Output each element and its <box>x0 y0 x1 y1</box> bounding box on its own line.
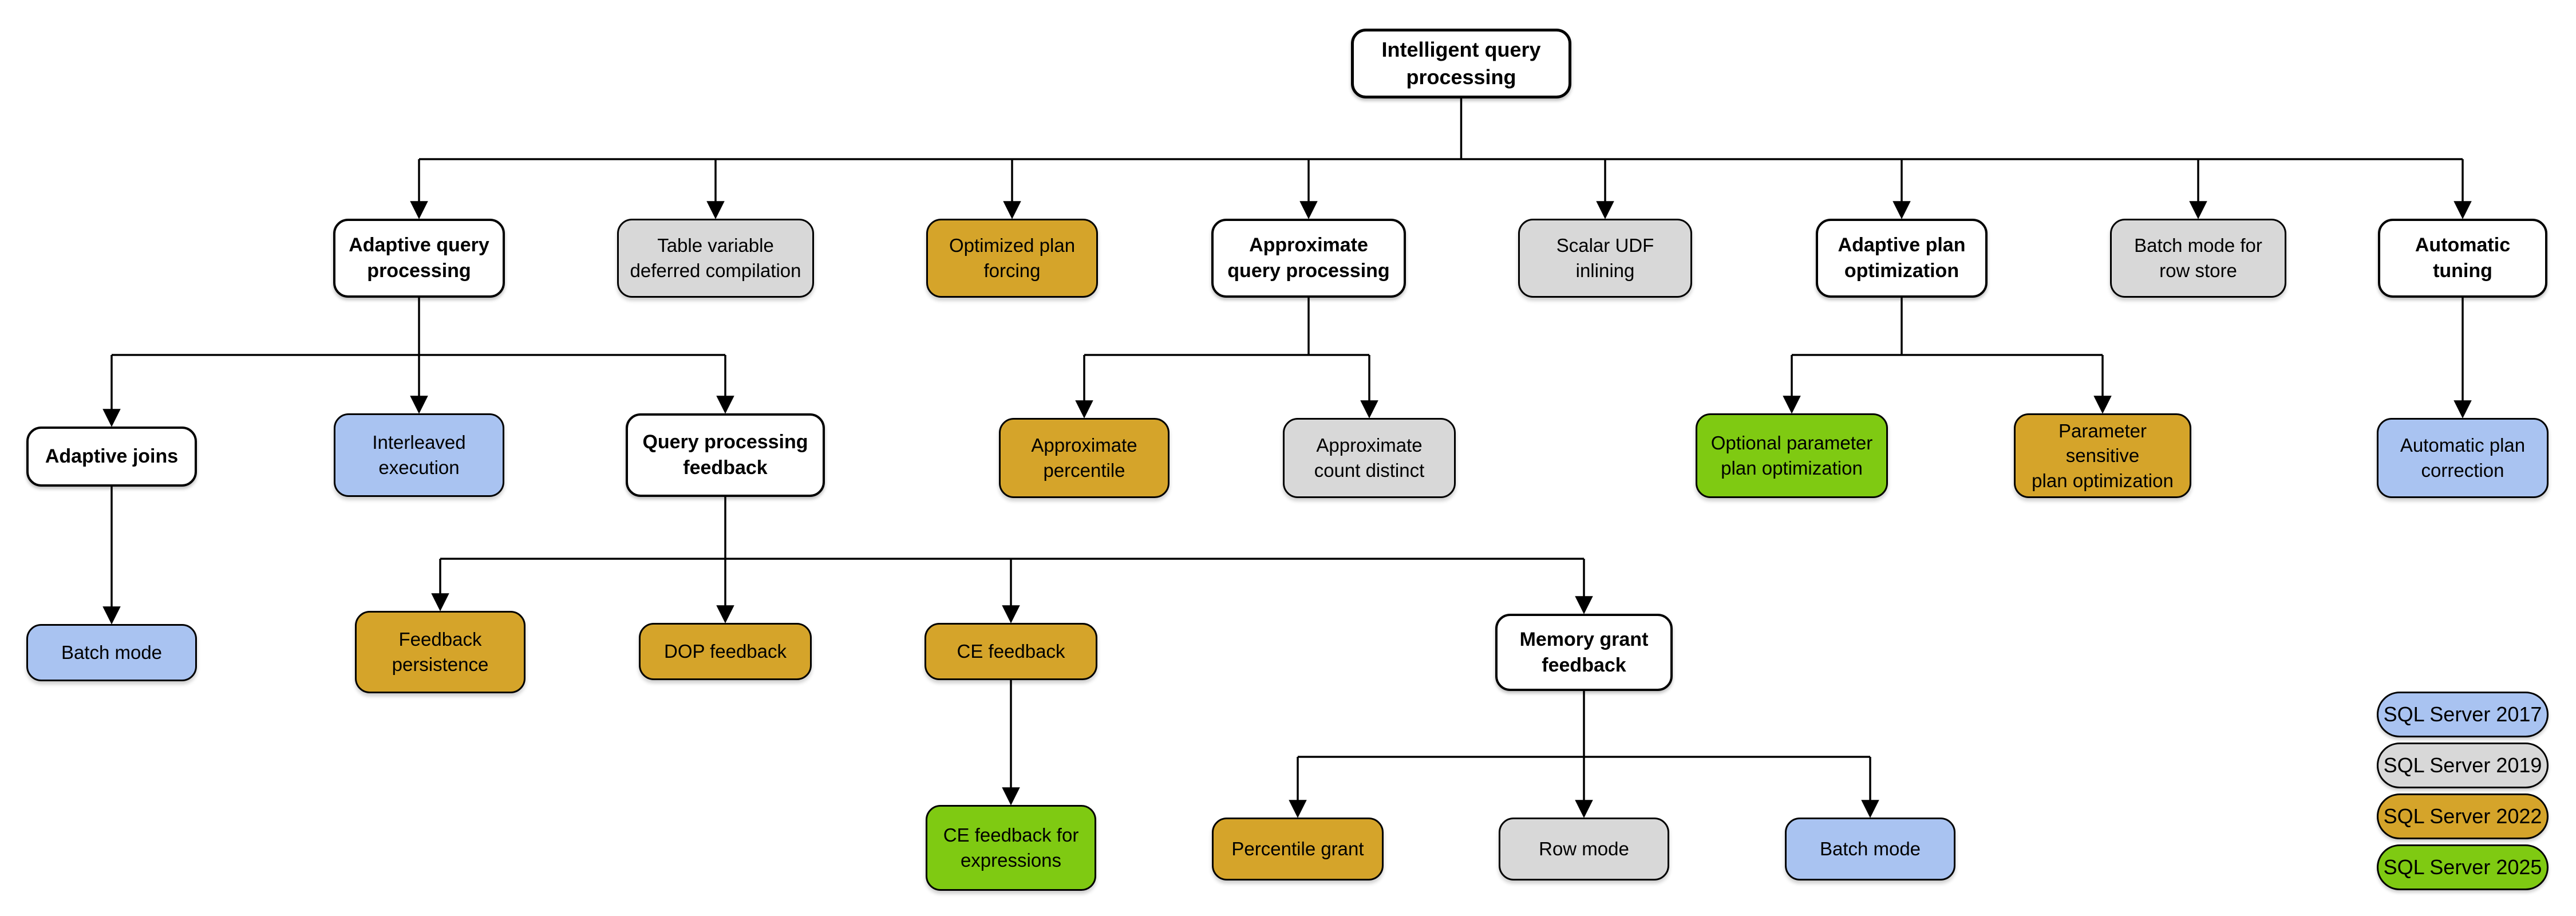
node-automatic-plan-correction: Automatic plan correction <box>2377 418 2549 498</box>
node-parameter-sensitive-plan-optimization: Parameter sensitive plan optimization <box>2014 413 2191 498</box>
node-batch-mode-memory-grant: Batch mode <box>1785 818 1955 881</box>
node-ce-feedback-for-expressions: CE feedback for expressions <box>926 805 1096 891</box>
node-interleaved-execution: Interleaved execution <box>334 413 504 497</box>
node-intelligent-query-processing: Intelligent query processing <box>1351 29 1571 98</box>
node-adaptive-query-processing: Adaptive query processing <box>333 219 505 298</box>
legend-item-sql2019: SQL Server 2019 <box>2377 743 2549 788</box>
node-approximate-query-processing: Approximate query processing <box>1211 219 1406 298</box>
node-ce-feedback: CE feedback <box>924 623 1097 680</box>
node-automatic-tuning: Automatic tuning <box>2378 219 2547 298</box>
node-table-variable-deferred-compilation: Table variable deferred compilation <box>617 219 814 298</box>
node-percentile-grant: Percentile grant <box>1212 818 1384 881</box>
node-approximate-percentile: Approximate percentile <box>999 418 1170 498</box>
legend-item-sql2022: SQL Server 2022 <box>2377 793 2549 839</box>
node-memory-grant-feedback: Memory grant feedback <box>1495 614 1673 691</box>
node-batch-mode-adaptive-joins: Batch mode <box>26 624 197 681</box>
node-optional-parameter-plan-optimization: Optional parameter plan optimization <box>1696 413 1888 498</box>
node-adaptive-plan-optimization: Adaptive plan optimization <box>1816 219 1988 298</box>
legend-item-sql2025: SQL Server 2025 <box>2377 844 2549 890</box>
node-row-mode: Row mode <box>1499 818 1669 881</box>
node-adaptive-joins: Adaptive joins <box>26 427 197 487</box>
node-query-processing-feedback: Query processing feedback <box>626 413 825 497</box>
node-optimized-plan-forcing: Optimized plan forcing <box>926 219 1098 298</box>
node-scalar-udf-inlining: Scalar UDF inlining <box>1518 219 1692 298</box>
node-dop-feedback: DOP feedback <box>639 623 812 680</box>
node-batch-mode-for-row-store: Batch mode for row store <box>2110 219 2286 298</box>
node-feedback-persistence: Feedback persistence <box>355 611 526 693</box>
node-approximate-count-distinct: Approximate count distinct <box>1283 418 1456 498</box>
legend-item-sql2017: SQL Server 2017 <box>2377 692 2549 737</box>
